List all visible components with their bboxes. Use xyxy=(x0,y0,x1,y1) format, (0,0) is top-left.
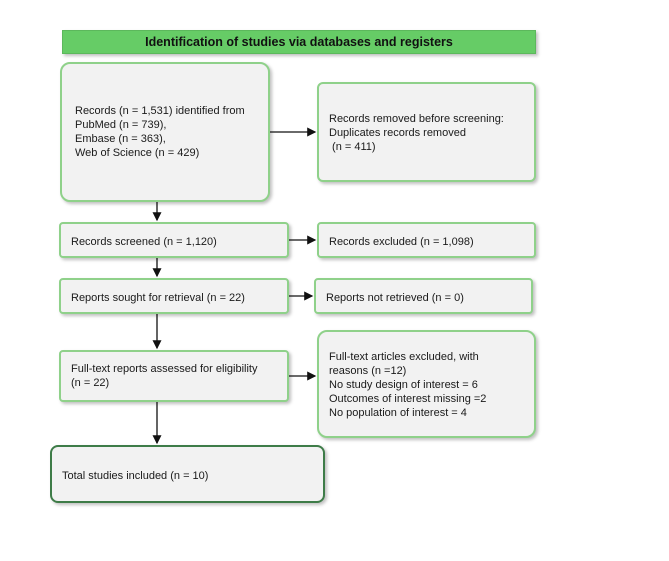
records-identified-box: Records (n = 1,531) identified from PubM… xyxy=(60,62,270,202)
identification-header: Identification of studies via databases … xyxy=(62,30,536,54)
total-included-text: Total studies included (n = 10) xyxy=(62,470,209,482)
records-removed-line-2: Duplicates records removed xyxy=(329,127,466,139)
records-excluded-text: Records excluded (n = 1,098) xyxy=(329,236,474,248)
fulltext-excluded-line-4: Outcomes of interest missing =2 xyxy=(329,393,487,405)
fulltext-assessed-line-1: Full-text reports assessed for eligibili… xyxy=(71,363,258,375)
reports-not-retrieved-box: Reports not retrieved (n = 0) xyxy=(314,278,533,314)
fulltext-excluded-line-3: No study design of interest = 6 xyxy=(329,379,478,391)
fulltext-excluded-box: Full-text articles excluded, with reason… xyxy=(317,330,536,438)
records-screened-text: Records screened (n = 1,120) xyxy=(71,236,217,248)
records-removed-line-1: Records removed before screening: xyxy=(329,113,504,125)
fulltext-excluded-line-2: reasons (n =12) xyxy=(329,365,407,377)
reports-sought-box: Reports sought for retrieval (n = 22) xyxy=(59,278,289,314)
reports-sought-text: Reports sought for retrieval (n = 22) xyxy=(71,292,245,304)
fulltext-assessed-line-2: (n = 22) xyxy=(71,377,110,389)
records-identified-line-2: PubMed (n = 739), xyxy=(75,119,167,131)
fulltext-excluded-line-1: Full-text articles excluded, with xyxy=(329,351,479,363)
records-excluded-box: Records excluded (n = 1,098) xyxy=(317,222,536,258)
records-removed-box: Records removed before screening: Duplic… xyxy=(317,82,536,182)
reports-not-retrieved-text: Reports not retrieved (n = 0) xyxy=(326,292,464,304)
fulltext-assessed-box: Full-text reports assessed for eligibili… xyxy=(59,350,289,402)
records-identified-line-1: Records (n = 1,531) identified from xyxy=(75,105,245,117)
records-removed-line-3: (n = 411) xyxy=(329,141,376,153)
records-identified-line-3: Embase (n = 363), xyxy=(75,133,166,145)
total-included-box: Total studies included (n = 10) xyxy=(50,445,325,503)
fulltext-excluded-line-5: No population of interest = 4 xyxy=(329,407,467,419)
records-identified-line-4: Web of Science (n = 429) xyxy=(75,147,200,159)
records-screened-box: Records screened (n = 1,120) xyxy=(59,222,289,258)
